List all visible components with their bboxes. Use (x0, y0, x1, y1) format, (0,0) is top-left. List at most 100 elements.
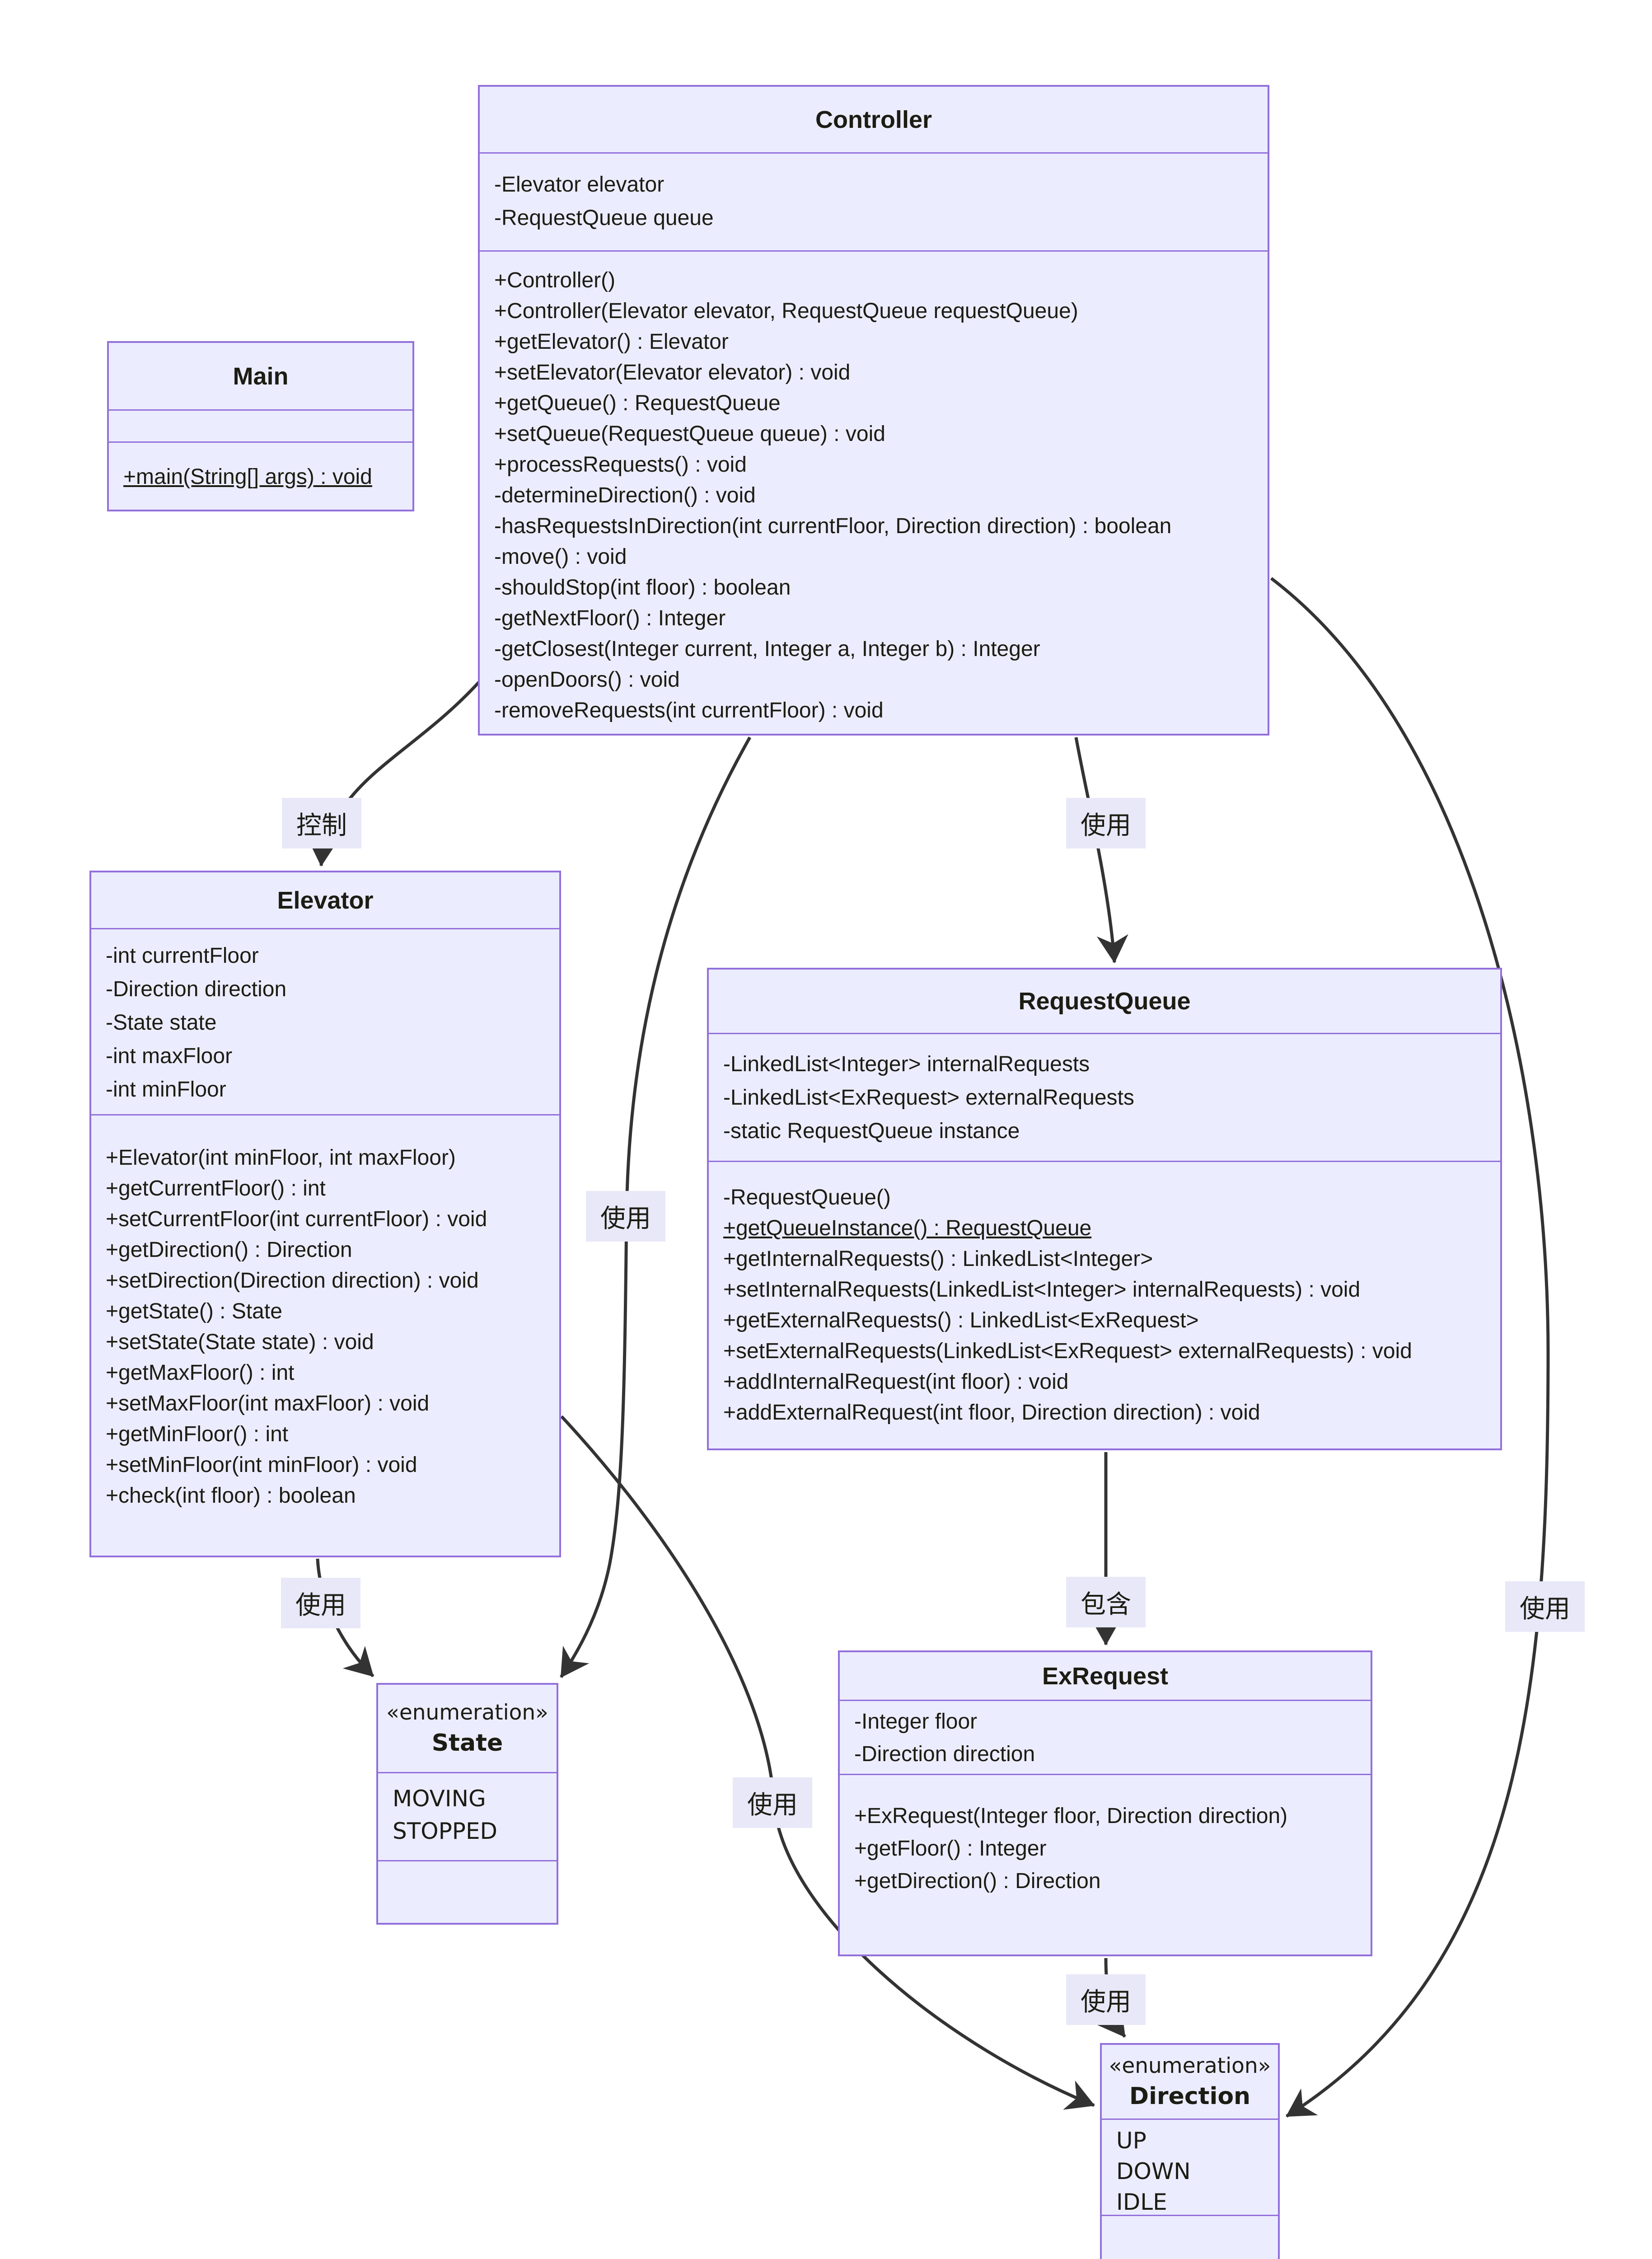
attribute-line: -Elevator elevator (494, 173, 665, 197)
class-title: ExRequest (1042, 1662, 1169, 1690)
class-main-methods: +main(String[] args) : void (109, 441, 412, 510)
class-controller-methods: +Controller() +Controller(Elevator eleva… (480, 250, 1268, 734)
class-main-header: Main (109, 343, 412, 409)
edge-controller-requestqueue (1074, 737, 1128, 963)
enum-name: State (431, 1729, 503, 1757)
class-controller-attributes: -Elevator elevator -RequestQueue queue (480, 152, 1268, 250)
method-line: +setCurrentFloor(int currentFloor) : voi… (106, 1207, 487, 1231)
method-line: -hasRequestsInDirection(int currentFloor… (494, 514, 1172, 538)
static-method-line: +getQueueInstance() : RequestQueue (723, 1216, 1092, 1240)
enum-value: UP (1116, 2128, 1147, 2154)
method-line: +getState() : State (106, 1299, 282, 1323)
method-line: +check(int floor) : boolean (106, 1484, 356, 1508)
class-main-attributes (109, 409, 412, 441)
method-line: +getDirection() : Direction (854, 1869, 1101, 1893)
method-line: +getCurrentFloor() : int (106, 1176, 326, 1200)
attribute-line: -Direction direction (854, 1742, 1035, 1766)
method-line: -move() : void (494, 545, 627, 569)
enum-direction: «enumeration» Direction UP DOWN IDLE (1100, 2043, 1280, 2259)
method-line: +setInternalRequests(LinkedList<Integer>… (723, 1278, 1361, 1302)
method-line: +processRequests() : void (494, 453, 747, 477)
method-line: +addExternalRequest(int floor, Direction… (723, 1401, 1260, 1425)
method-line: +setElevator(Elevator elevator) : void (494, 361, 851, 384)
static-method-line: +main(String[] args) : void (123, 465, 372, 489)
attribute-line: -int currentFloor (106, 944, 259, 968)
enum-direction-values: UP DOWN IDLE (1102, 2118, 1278, 2215)
class-main: Main +main(String[] args) : void (107, 341, 414, 511)
method-line: -removeRequests(int currentFloor) : void (494, 698, 884, 722)
method-line: +setDirection(Direction direction) : voi… (106, 1269, 479, 1293)
edge-label-controller-elevator: 控制 (282, 798, 361, 848)
edge-label-elevator-state: 使用 (281, 1578, 360, 1628)
method-line: +setState(State state) : void (106, 1330, 374, 1354)
method-line: +getMaxFloor() : int (106, 1361, 295, 1385)
class-title: RequestQueue (1018, 988, 1191, 1015)
enum-value: MOVING (393, 1786, 486, 1812)
edge-label-controller-requestqueue: 使用 (1066, 798, 1146, 848)
method-line: +setMaxFloor(int maxFloor) : void (106, 1392, 430, 1415)
edge-controller-direction (1270, 577, 1550, 2118)
edge-label-requestqueue-exrequest: 包含 (1066, 1577, 1146, 1627)
method-line: +getDirection() : Direction (106, 1238, 352, 1262)
class-elevator: Elevator -int currentFloor -Direction di… (89, 871, 561, 1557)
method-line: -getClosest(Integer current, Integer a, … (494, 637, 1040, 661)
class-controller-header: Controller (480, 87, 1268, 152)
class-elevator-header: Elevator (91, 872, 559, 928)
enum-stereotype: «enumeration» (1109, 2053, 1271, 2078)
method-line: -getNextFloor() : Integer (494, 606, 726, 630)
class-title: Main (233, 362, 289, 390)
class-title: Controller (815, 106, 932, 133)
attribute-line: -static RequestQueue instance (723, 1119, 1020, 1143)
enum-state-header: «enumeration» State (378, 1685, 557, 1772)
enum-state-values: MOVING STOPPED (378, 1772, 557, 1860)
method-line: +setMinFloor(int minFloor) : void (106, 1453, 417, 1477)
method-line: -determineDirection() : void (494, 483, 756, 507)
class-title: Elevator (277, 886, 374, 914)
method-line: -RequestQueue() (723, 1186, 891, 1209)
method-line: +setQueue(RequestQueue queue) : void (494, 422, 885, 446)
method-line: +getFloor() : Integer (854, 1837, 1047, 1861)
class-exrequest-methods: +ExRequest(Integer floor, Direction dire… (840, 1774, 1371, 1954)
edge-label-elevator-direction: 使用 (733, 1777, 812, 1828)
class-exrequest-attributes: -Integer floor -Direction direction (840, 1700, 1371, 1774)
method-line: -openDoors() : void (494, 668, 680, 692)
edge-label-exrequest-direction: 使用 (1066, 1974, 1146, 2025)
method-line: +Elevator(int minFloor, int maxFloor) (106, 1146, 456, 1170)
attribute-line: -int maxFloor (106, 1044, 233, 1068)
enum-state: «enumeration» State MOVING STOPPED (376, 1683, 558, 1925)
edge-label-controller-state: 使用 (586, 1191, 665, 1242)
enum-value: STOPPED (393, 1818, 498, 1844)
class-requestqueue-header: RequestQueue (709, 970, 1500, 1033)
method-line: +getExternalRequests() : LinkedList<ExRe… (723, 1308, 1199, 1332)
method-line: +getQueue() : RequestQueue (494, 391, 781, 415)
attribute-line: -Direction direction (106, 977, 287, 1001)
class-controller: Controller -Elevator elevator -RequestQu… (478, 85, 1269, 736)
attribute-line: -RequestQueue queue (494, 206, 714, 230)
class-requestqueue: RequestQueue -LinkedList<Integer> intern… (707, 968, 1502, 1450)
enum-value: IDLE (1116, 2189, 1167, 2215)
class-exrequest-header: ExRequest (840, 1652, 1371, 1700)
method-line: +getMinFloor() : int (106, 1422, 289, 1446)
method-line: +addInternalRequest(int floor) : void (723, 1370, 1069, 1394)
attribute-line: -int minFloor (106, 1078, 226, 1101)
method-line: +Controller(Elevator elevator, RequestQu… (494, 299, 1078, 323)
method-line: +getInternalRequests() : LinkedList<Inte… (723, 1247, 1153, 1271)
attribute-line: -State state (106, 1011, 217, 1035)
edge-controller-state (560, 736, 752, 1678)
attribute-line: -LinkedList<Integer> internalRequests (723, 1052, 1090, 1076)
method-line: +getElevator() : Elevator (494, 330, 729, 354)
method-line: +setExternalRequests(LinkedList<ExReques… (723, 1339, 1412, 1363)
enum-state-empty-section (378, 1860, 557, 1923)
class-elevator-attributes: -int currentFloor -Direction direction -… (91, 928, 559, 1114)
class-elevator-methods: +Elevator(int minFloor, int maxFloor) +g… (91, 1114, 559, 1556)
class-requestqueue-attributes: -LinkedList<Integer> internalRequests -L… (709, 1033, 1500, 1161)
attribute-line: -Integer floor (854, 1710, 978, 1734)
attribute-line: -LinkedList<ExRequest> externalRequests (723, 1086, 1134, 1110)
enum-direction-header: «enumeration» Direction (1102, 2045, 1278, 2118)
enum-name: Direction (1129, 2083, 1251, 2110)
enum-direction-empty-section (1102, 2215, 1278, 2259)
method-line: +ExRequest(Integer floor, Direction dire… (854, 1804, 1288, 1828)
class-requestqueue-methods: -RequestQueue() +getQueueInstance() : Re… (709, 1161, 1500, 1448)
edge-label-controller-direction: 使用 (1505, 1581, 1585, 1632)
